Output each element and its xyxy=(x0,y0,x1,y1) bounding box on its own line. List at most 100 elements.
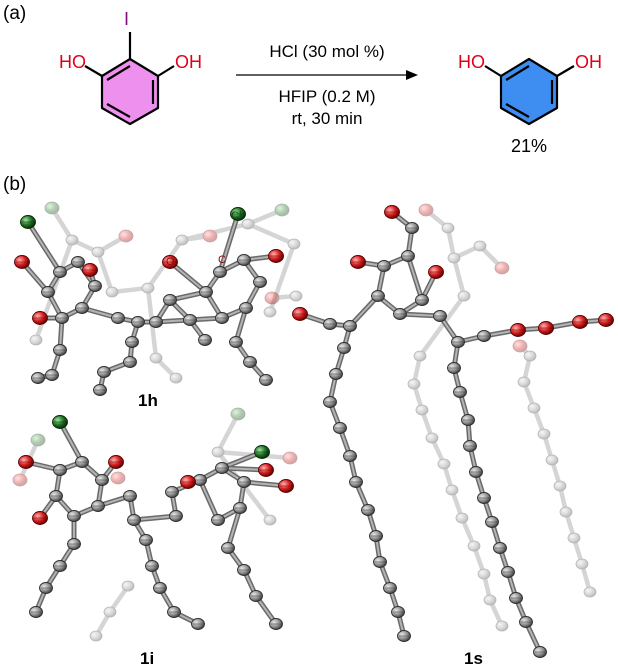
carbon-atom xyxy=(425,432,439,444)
product-double-bond xyxy=(505,103,530,118)
carbon-atom xyxy=(89,630,103,642)
carbon-atom xyxy=(477,568,491,580)
chlorine-atom xyxy=(30,433,46,447)
carbon-atom xyxy=(437,458,451,470)
carbon-atom xyxy=(287,238,301,250)
carbon-atom xyxy=(105,286,119,298)
crystal-structure-1h xyxy=(14,201,301,396)
reactant-oh-right: OH xyxy=(175,52,202,72)
oxygen-atom xyxy=(264,291,280,305)
panel-a-label: (a) xyxy=(3,3,26,24)
disorder-layer xyxy=(29,201,301,384)
carbon-atom xyxy=(413,350,427,362)
carbon-atom xyxy=(121,580,135,592)
disorder-layer xyxy=(12,407,298,642)
bond-highlight xyxy=(133,515,177,521)
bond xyxy=(49,205,75,243)
iodine-label: I xyxy=(124,9,129,29)
oh-bond xyxy=(157,65,175,77)
bond xyxy=(107,583,131,615)
bond xyxy=(245,221,297,247)
carbon-atom xyxy=(553,480,567,492)
reactant-oh-left: HO xyxy=(59,52,86,72)
compound-label-1h: 1h xyxy=(138,391,158,410)
reactant-structure: I HO OH xyxy=(59,9,202,126)
carbon-atom xyxy=(441,222,455,234)
reactant-double-bond xyxy=(106,65,131,81)
carbon-atom xyxy=(175,234,189,246)
condition-solvent: HFIP (0.2 M) xyxy=(279,87,376,106)
bond xyxy=(445,225,457,261)
carbon-atom xyxy=(169,372,183,384)
carbon-atom xyxy=(583,586,597,598)
oxygen-atom xyxy=(110,471,126,485)
condition-reagent: HCl (30 mol %) xyxy=(269,42,384,61)
bond-highlight xyxy=(349,295,379,327)
carbon-atom xyxy=(575,558,589,570)
carbon-atom xyxy=(527,402,541,414)
disorder-layer xyxy=(264,203,597,632)
bond-highlight xyxy=(227,507,241,549)
carbon-atom xyxy=(407,378,421,390)
oh-bond xyxy=(556,65,575,77)
oxygen-atom xyxy=(282,451,298,465)
chlorine-atom xyxy=(230,407,246,421)
bond-highlight xyxy=(27,221,61,273)
oh-bond xyxy=(484,65,502,77)
bond-highlight xyxy=(169,261,207,293)
bond xyxy=(95,249,115,295)
bond xyxy=(109,285,151,295)
carbon-atom xyxy=(473,240,487,252)
bond xyxy=(417,293,467,359)
carbon-atom xyxy=(457,290,471,302)
arrowhead-icon xyxy=(406,70,418,80)
bond-highlight xyxy=(219,213,239,273)
carbon-atom xyxy=(65,234,79,246)
carbon-atom xyxy=(455,512,469,524)
carbon-atom xyxy=(495,620,509,632)
bond-highlight xyxy=(199,479,219,521)
atom-label-carbon: C xyxy=(218,254,226,266)
chlorine-atom xyxy=(274,203,290,217)
carbon-atom xyxy=(447,252,461,264)
carbon-atom xyxy=(103,606,117,618)
panel-b-label: (b) xyxy=(3,174,26,195)
bond xyxy=(451,255,467,299)
product-oh-left: HO xyxy=(458,52,485,72)
carbon-atom xyxy=(91,246,105,258)
carbon-atom xyxy=(241,218,255,230)
carbon-atom xyxy=(559,506,573,518)
product-double-bond xyxy=(505,65,530,81)
reactant-ring xyxy=(100,57,160,126)
carbon-atom xyxy=(149,352,163,364)
carbon-atom xyxy=(517,376,531,388)
oxygen-atom xyxy=(494,261,510,275)
carbon-atom xyxy=(567,532,581,544)
bond xyxy=(215,411,241,455)
carbon-atom xyxy=(29,334,43,346)
carbon-atom xyxy=(289,290,303,302)
reactant-double-bond xyxy=(106,103,131,118)
crystal-structure-1s xyxy=(264,203,614,658)
bond-highlight xyxy=(407,255,423,301)
atom-label-oxygen: O xyxy=(166,256,175,268)
oxygen-atom xyxy=(512,339,528,353)
carbon-atom xyxy=(415,404,429,416)
product-ring xyxy=(499,57,559,126)
atom-label-chlorine: Cl xyxy=(231,210,241,222)
oxygen-atom xyxy=(12,473,28,487)
oh-bond xyxy=(84,65,103,77)
compound-label-1i: 1i xyxy=(140,649,154,668)
carbon-atom xyxy=(445,484,459,496)
carbon-atom xyxy=(263,306,277,318)
carbon-atom xyxy=(537,428,551,440)
reaction-arrow xyxy=(236,70,418,80)
carbon-atom xyxy=(467,540,481,552)
chlorine-atom xyxy=(44,201,60,215)
product-yield: 21% xyxy=(511,136,547,156)
carbon-atom xyxy=(211,446,225,458)
crystal-structure-1i xyxy=(12,407,298,642)
oxygen-atom xyxy=(418,203,434,217)
carbon-atom xyxy=(523,350,537,362)
